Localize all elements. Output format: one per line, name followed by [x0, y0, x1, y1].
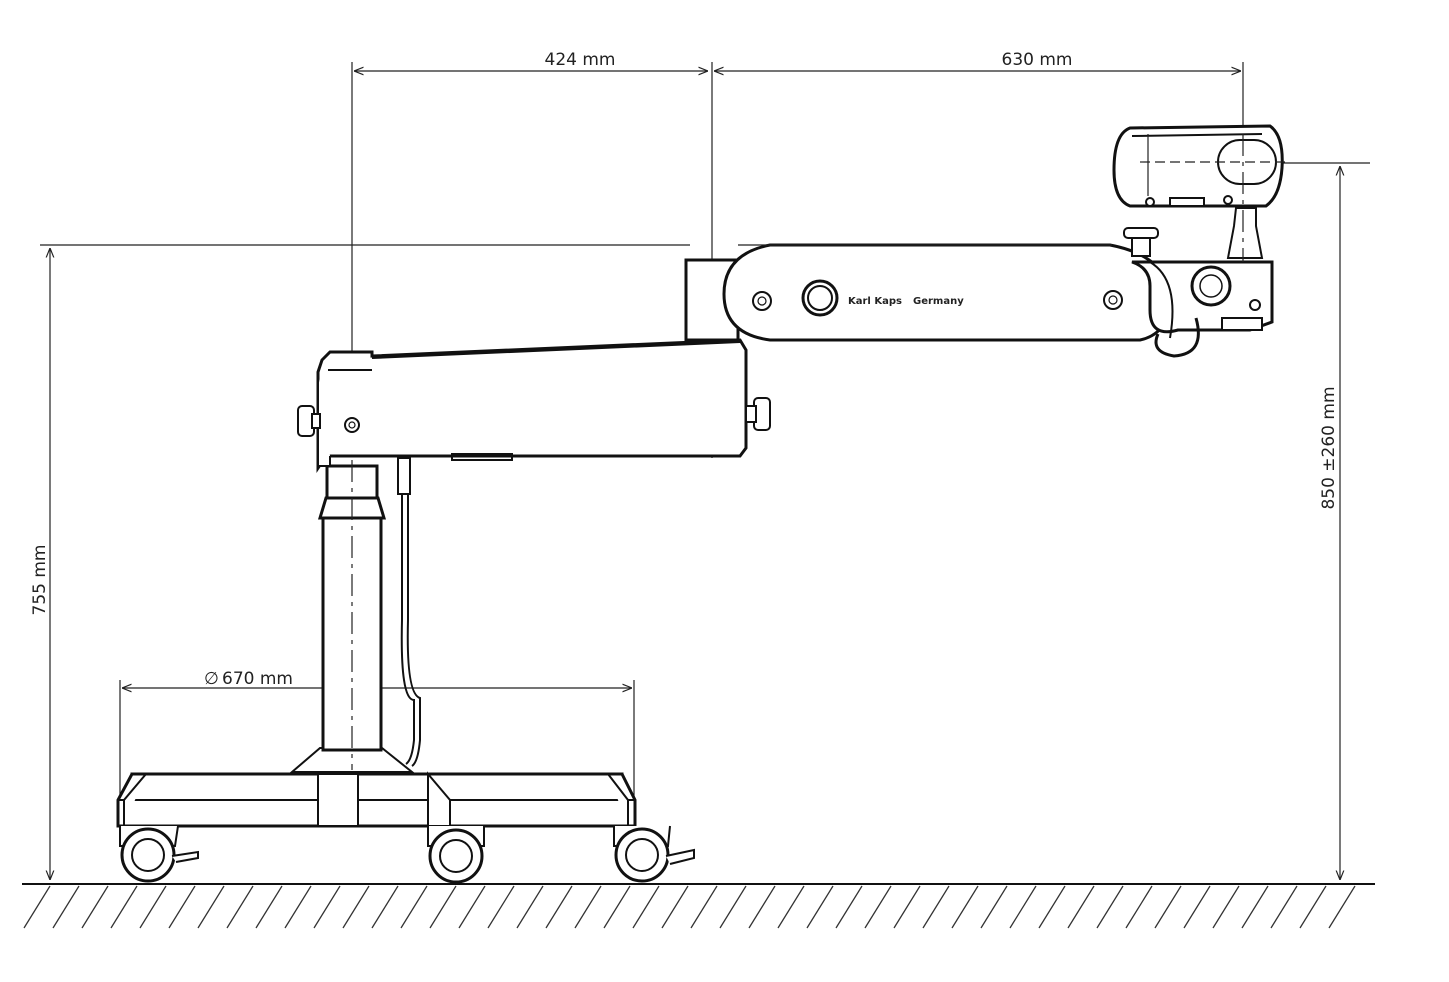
hatch-line	[1183, 885, 1211, 929]
knob-right-icon[interactable]	[745, 397, 771, 431]
hatch-line	[313, 885, 341, 929]
hatch-line	[1241, 885, 1269, 929]
base-diameter-label: 670 mm	[222, 669, 293, 689]
arm-offset-label: 424 mm	[545, 50, 616, 70]
hatch-line	[168, 885, 196, 929]
hatch-line	[400, 885, 428, 929]
hatch-line	[777, 885, 805, 929]
hatch-line	[835, 885, 863, 929]
floor-hatching	[23, 885, 1356, 929]
microscope-head	[1112, 124, 1290, 262]
hatch-line	[632, 885, 660, 929]
hatch-line	[516, 885, 544, 929]
hatch-line	[1125, 885, 1153, 929]
hatch-line	[603, 885, 631, 929]
hatch-line	[110, 885, 138, 929]
hatch-line	[23, 885, 51, 929]
hatch-line	[661, 885, 689, 929]
hatch-line	[806, 885, 834, 929]
hatch-line	[951, 885, 979, 929]
column	[317, 457, 421, 770]
hatch-line	[980, 885, 1008, 929]
hatch-line	[487, 885, 515, 929]
caster-middle	[427, 826, 485, 884]
hatch-line	[197, 885, 225, 929]
hatch-line	[748, 885, 776, 929]
hatch-line	[52, 885, 80, 929]
hatch-line	[690, 885, 718, 929]
hatch-line	[226, 885, 254, 929]
hatch-line	[81, 885, 109, 929]
hatch-line	[922, 885, 950, 929]
stand-base	[116, 747, 637, 828]
hatch-line	[1270, 885, 1298, 929]
head-height-label: 850 ±260 mm	[1319, 386, 1339, 509]
brand-text: Karl Kaps	[848, 296, 902, 307]
hatch-line	[1212, 885, 1240, 929]
head-joint	[1123, 207, 1274, 358]
hatch-line	[342, 885, 370, 929]
dimension-head-height: 850 ±260 mm	[1280, 162, 1370, 880]
hatch-line	[1154, 885, 1182, 929]
hatch-line	[1096, 885, 1124, 929]
hatch-line	[1009, 885, 1037, 929]
hatch-line	[1328, 885, 1356, 929]
country-text: Germany	[913, 296, 964, 307]
hatch-line	[1299, 885, 1327, 929]
adjustment-knob-icon[interactable]	[1123, 227, 1159, 257]
hatch-line	[893, 885, 921, 929]
hatch-line	[1038, 885, 1066, 929]
dimension-base-diameter: ∅ 670 mm	[119, 669, 635, 826]
dimension-arm-reach: 630 mm	[714, 50, 1244, 130]
arm-reach-label: 630 mm	[1002, 50, 1073, 70]
hatch-line	[1067, 885, 1095, 929]
hatch-line	[458, 885, 486, 929]
hatch-line	[545, 885, 573, 929]
carrier-arm	[297, 338, 771, 473]
caster-right	[613, 825, 695, 883]
knob-left-icon[interactable]	[297, 405, 321, 437]
base-height-label: 755 mm	[30, 545, 50, 616]
hatch-line	[429, 885, 457, 929]
swing-arm: Karl Kaps Germany	[684, 243, 1174, 342]
caster-left	[119, 825, 199, 883]
hatch-line	[719, 885, 747, 929]
hatch-line	[139, 885, 167, 929]
hatch-line	[255, 885, 283, 929]
dimension-base-height: 755 mm	[30, 244, 690, 880]
hatch-line	[864, 885, 892, 929]
floor	[22, 883, 1375, 929]
hatch-line	[284, 885, 312, 929]
hatch-line	[371, 885, 399, 929]
diameter-symbol: ∅	[204, 669, 219, 689]
hatch-line	[574, 885, 602, 929]
